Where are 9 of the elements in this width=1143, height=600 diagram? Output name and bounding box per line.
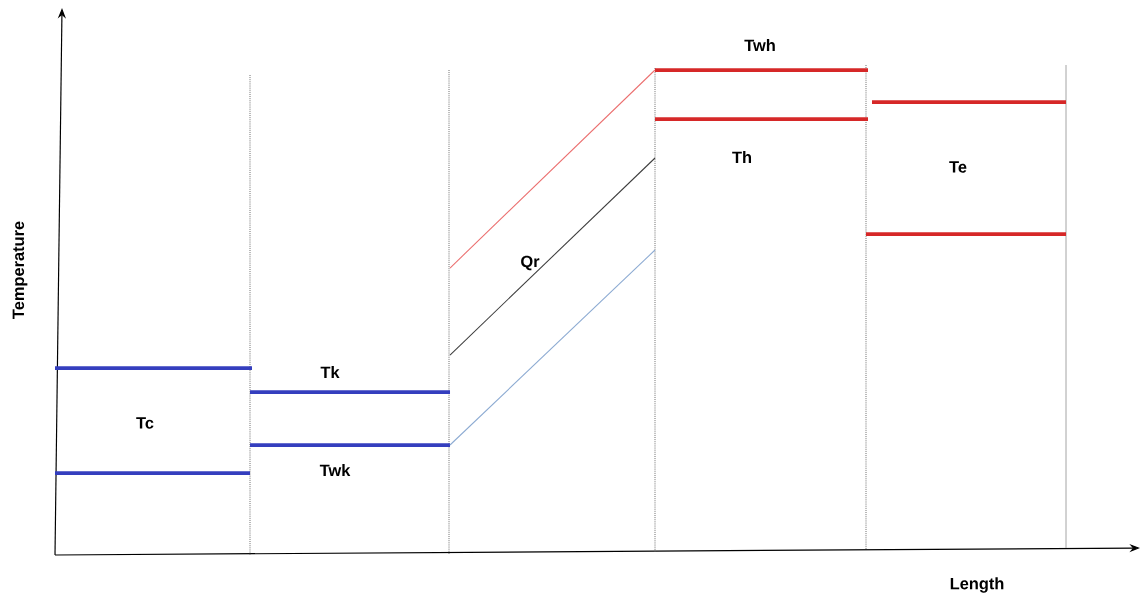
line-label: Te xyxy=(949,161,967,173)
line-label: Twh xyxy=(744,39,775,51)
line-label: Th xyxy=(732,151,751,163)
axis-label: Length xyxy=(950,577,1004,593)
line-label: Qr xyxy=(521,255,540,271)
line-label: Tk xyxy=(320,366,340,378)
line-label: Twk xyxy=(319,464,351,476)
line-label: Tc xyxy=(136,417,154,429)
axis-label: Temperature xyxy=(12,221,28,319)
